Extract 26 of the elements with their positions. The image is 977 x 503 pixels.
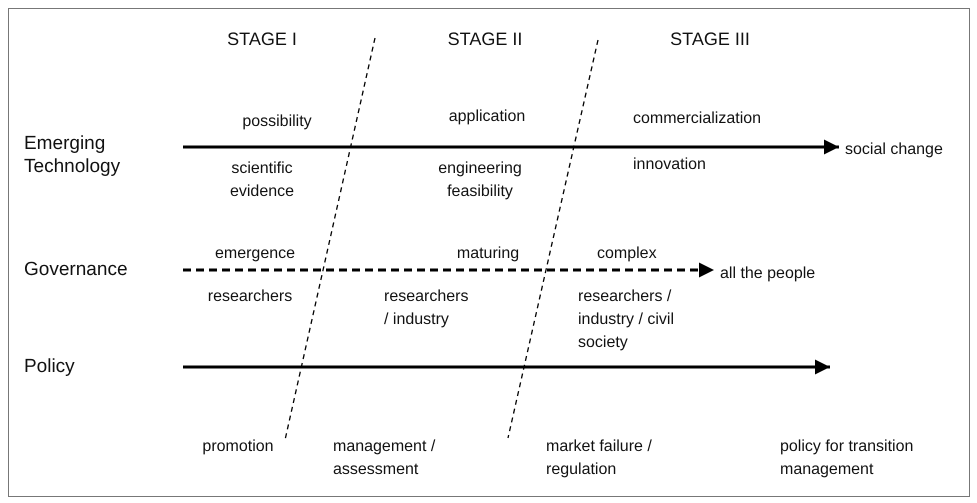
stage-note: management / assessment [333,437,436,480]
stage-note: promotion [201,437,275,457]
stage-heading: STAGE III [669,28,751,51]
stage-note: engineering feasibility [437,159,523,202]
stage-note: possibility [241,112,313,132]
row-label: social change [845,138,970,161]
stage-heading: STAGE II [446,28,524,51]
stage-note: commercialization [633,109,762,129]
stage-note: researchers [206,287,294,307]
row-label: Emerging Technology [24,132,182,178]
stage-note: researchers / industry / civil society [578,287,676,353]
arrow [183,262,714,278]
stage-heading: STAGE I [226,28,298,51]
row-label: Policy [24,355,182,378]
stage-note: innovation [633,155,707,175]
row-label: all the people [720,262,840,285]
stage-note: application [448,107,526,127]
stage-note: market failure / regulation [546,437,653,480]
stage-note: researchers / industry [384,287,470,330]
stage-note: emergence [214,244,296,264]
stage-note: maturing [456,244,520,264]
row-label: Governance [24,258,182,281]
arrow [183,140,839,154]
stage-note: policy for transition management [780,437,914,480]
stage-note: scientific evidence [228,159,296,202]
stage-note: complex [597,244,658,264]
